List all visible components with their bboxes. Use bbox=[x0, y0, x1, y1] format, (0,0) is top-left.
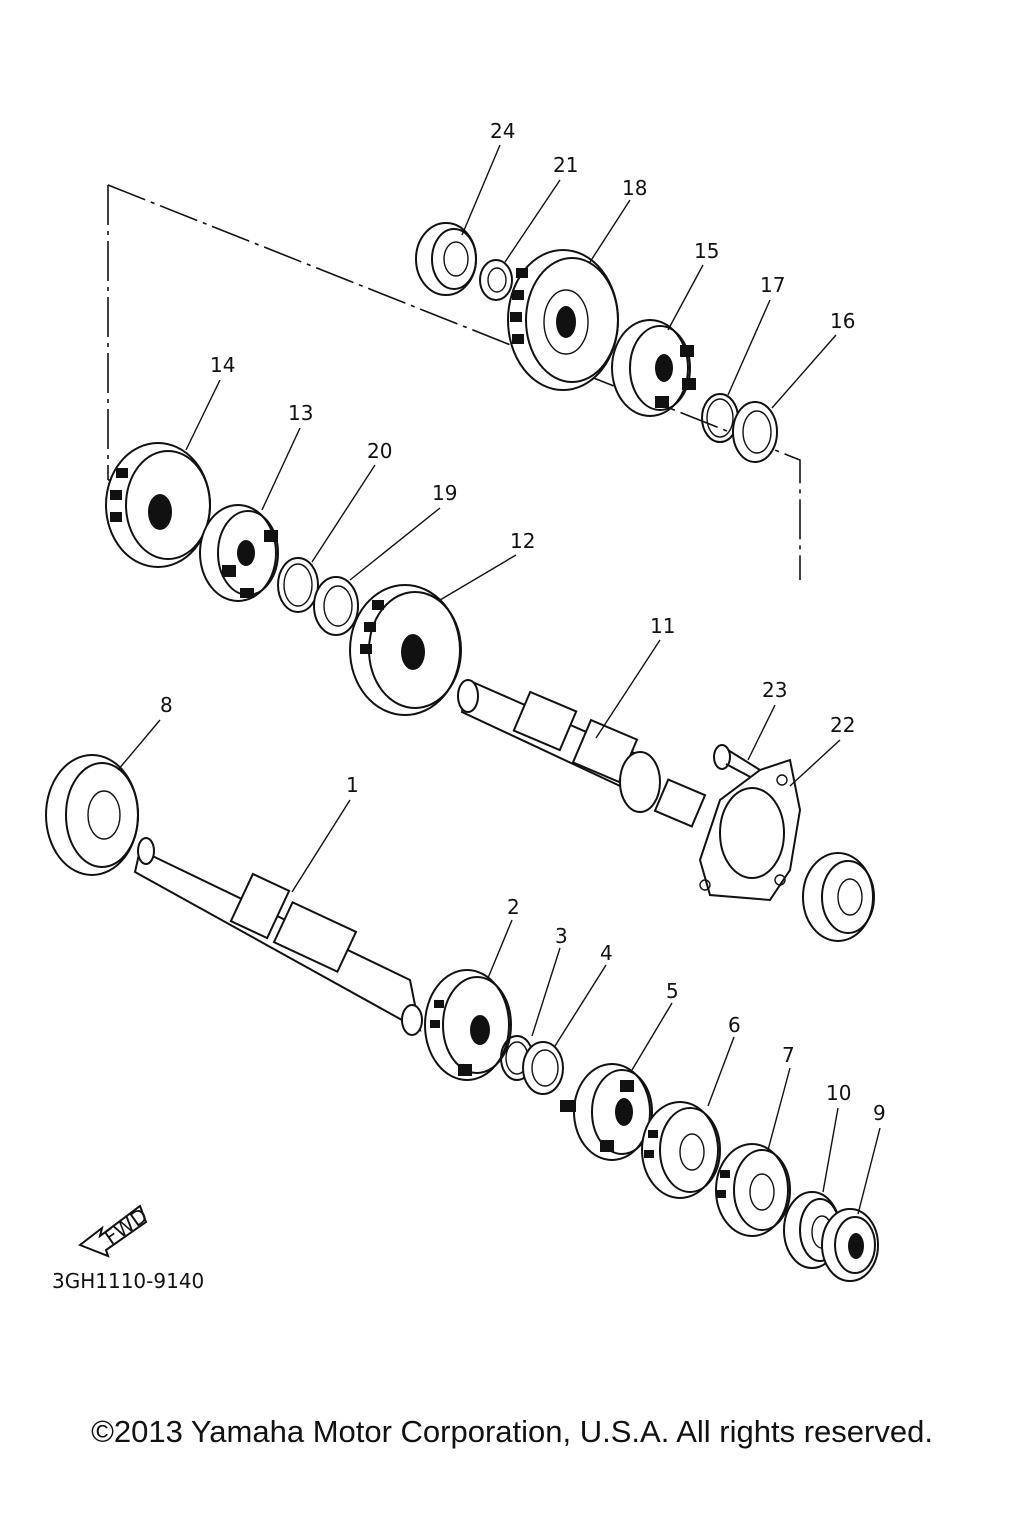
fwd-label: FWD bbox=[100, 1203, 152, 1249]
fwd-arrow-icon: FWD bbox=[77, 1203, 152, 1258]
callout-5: 5 bbox=[666, 979, 679, 1003]
drawing-code: 3GH1110-9140 bbox=[52, 1269, 204, 1293]
callout-7: 7 bbox=[782, 1043, 795, 1067]
callout-9: 9 bbox=[873, 1101, 886, 1125]
callout-24: 24 bbox=[490, 119, 515, 143]
part-4-washer bbox=[522, 1041, 564, 1095]
part-5-gear bbox=[560, 1063, 653, 1161]
callout-23: 23 bbox=[762, 678, 787, 702]
callout-12: 12 bbox=[510, 529, 535, 553]
callout-16: 16 bbox=[830, 309, 855, 333]
callout-1: 1 bbox=[346, 773, 359, 797]
leader-lines bbox=[117, 144, 881, 1215]
part-13-gear bbox=[199, 504, 279, 602]
part-23-screw bbox=[713, 744, 761, 781]
part-11-shaft bbox=[457, 678, 707, 828]
part-2-gear bbox=[424, 969, 512, 1081]
part-14-gear bbox=[105, 442, 211, 568]
callout-14: 14 bbox=[210, 353, 235, 377]
callout-2: 2 bbox=[507, 895, 520, 919]
copyright-notice: ©2013 Yamaha Motor Corporation, U.S.A. A… bbox=[91, 1414, 933, 1449]
callout-6: 6 bbox=[728, 1013, 741, 1037]
part-22-plate bbox=[698, 758, 802, 902]
part-16-washer bbox=[732, 401, 778, 463]
part-9-seal bbox=[821, 1208, 879, 1282]
part-21-washer bbox=[479, 259, 513, 301]
callout-8: 8 bbox=[160, 693, 173, 717]
callout-11: 11 bbox=[650, 614, 675, 638]
part-8-bearing bbox=[45, 754, 139, 876]
callout-22: 22 bbox=[830, 713, 855, 737]
part-22-bearing bbox=[802, 852, 875, 942]
callout-13: 13 bbox=[288, 401, 313, 425]
callout-19: 19 bbox=[432, 481, 457, 505]
callout-3: 3 bbox=[555, 924, 568, 948]
callout-18: 18 bbox=[622, 176, 647, 200]
callout-17: 17 bbox=[760, 273, 785, 297]
part-1-shaft bbox=[133, 837, 423, 1036]
part-18-gear bbox=[507, 249, 619, 391]
part-12-gear bbox=[349, 584, 462, 716]
part-6-gear bbox=[641, 1101, 721, 1199]
part-24-bearing bbox=[415, 222, 477, 296]
callout-4: 4 bbox=[600, 941, 613, 965]
part-15-gear bbox=[611, 319, 696, 417]
part-20-circlip bbox=[277, 557, 319, 613]
callout-21: 21 bbox=[553, 153, 578, 177]
callout-20: 20 bbox=[367, 439, 392, 463]
callout-15: 15 bbox=[694, 239, 719, 263]
part-19-washer bbox=[313, 576, 359, 636]
callout-10: 10 bbox=[826, 1081, 851, 1105]
callout-labels: 24 21 18 15 17 16 14 13 20 19 12 11 8 23… bbox=[160, 119, 886, 1125]
part-7-gear bbox=[715, 1143, 791, 1237]
